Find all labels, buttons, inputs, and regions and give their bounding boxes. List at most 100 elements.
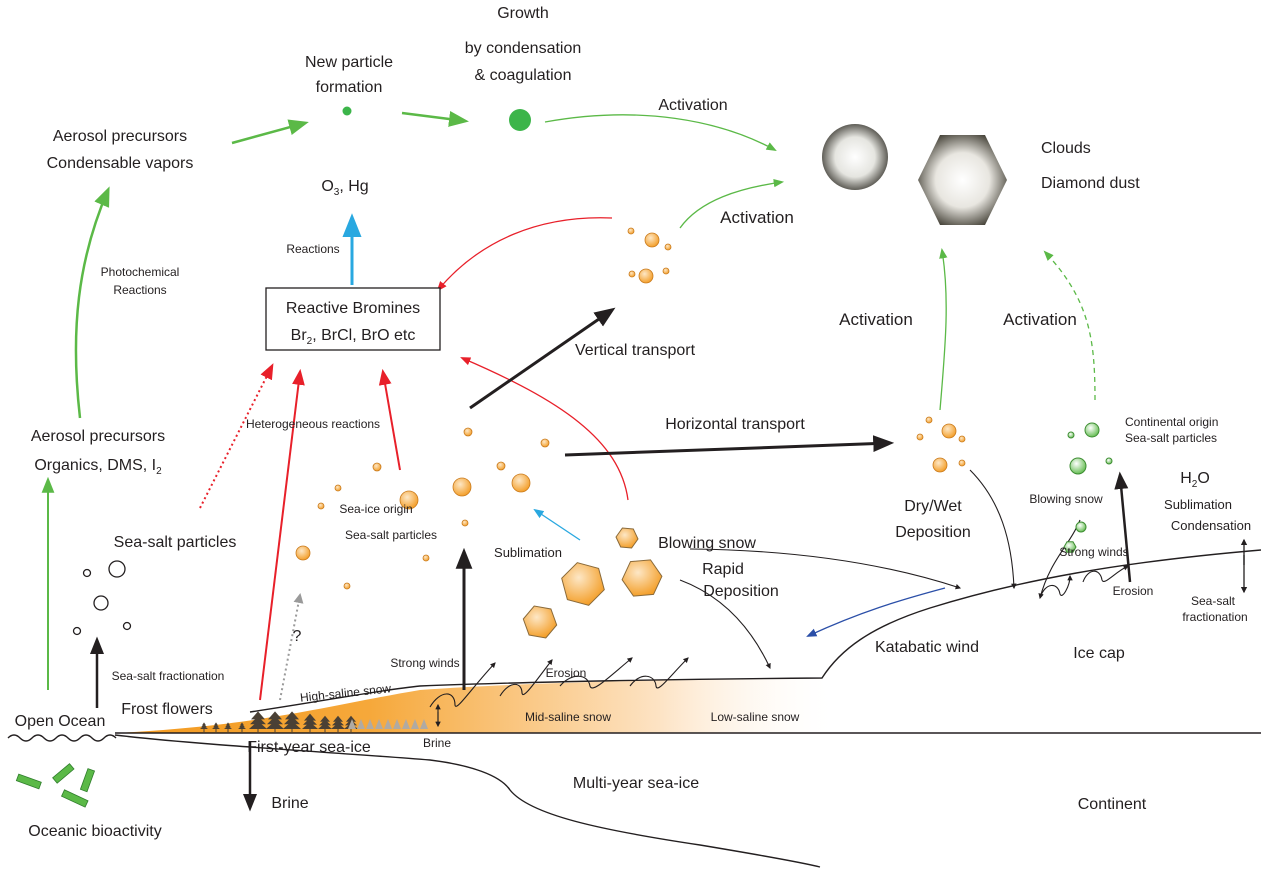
continental-particle — [1085, 423, 1099, 437]
snowpack-wedge — [115, 678, 840, 733]
label-photochem-2: Reactions — [113, 283, 166, 297]
label-dry-wet-2: Deposition — [895, 524, 971, 541]
blowing-snow-crystal — [616, 528, 638, 548]
label-aerosol-precursors-1b: Condensable vapors — [47, 155, 194, 172]
label-aerosol-precursors-2a: Aerosol precursors — [31, 428, 165, 445]
sea-salt-particle — [453, 478, 471, 496]
sea-salt-particle — [959, 460, 965, 466]
label-brine-small: Brine — [423, 736, 451, 750]
label-sea-salt-particles: Sea-salt particles — [114, 534, 237, 551]
label-rapid-2: Deposition — [703, 583, 779, 600]
thin-arrow-dry-wet-deposition — [970, 470, 1014, 588]
sea-salt-particle — [464, 428, 472, 436]
sea-salt-particle — [541, 439, 549, 447]
sea-salt-particle — [645, 233, 659, 247]
label-sea-ice-origin-2: Sea-salt particles — [345, 528, 437, 542]
red-dotted-arrow-sea-salt — [200, 366, 272, 508]
label-ice-cap: Ice cap — [1073, 645, 1125, 662]
label-aerosol-precursors-1a: Aerosol precursors — [53, 128, 187, 145]
sea-salt-circle — [94, 596, 108, 610]
sea-salt-particle — [296, 546, 310, 560]
green-arrow-activation-right1 — [940, 250, 946, 410]
label-h2o: H2O — [1180, 470, 1210, 490]
label-low-saline-snow: Low-saline snow — [711, 710, 800, 724]
sea-ice-bottom — [115, 735, 820, 867]
black-arrow-vertical-transport — [470, 310, 612, 408]
sea-salt-particle — [629, 271, 635, 277]
label-sea-salt-frac-right-1: Sea-salt — [1191, 594, 1236, 608]
green-arrow-to-npf — [232, 123, 305, 143]
label-blowing-snow-right: Blowing snow — [1029, 492, 1103, 506]
label-growth-3: & coagulation — [475, 67, 572, 84]
green-particles-group — [1064, 423, 1112, 552]
phytoplankton-rod — [80, 769, 94, 792]
label-o3-hg: O3, Hg — [321, 178, 368, 198]
continental-particle — [1068, 432, 1074, 438]
label-sea-salt-fractionation: Sea-salt fractionation — [112, 669, 225, 683]
sea-salt-particle — [665, 244, 671, 250]
label-strong-winds-right: Strong winds — [1059, 545, 1128, 559]
black-arrow-horizontal-transport — [565, 443, 890, 455]
label-erosion: Erosion — [546, 666, 587, 680]
sea-salt-particle — [959, 436, 965, 442]
red-arrow-blowing-snow — [462, 358, 628, 500]
sea-salt-particle — [926, 417, 932, 423]
label-continental-origin-2: Sea-salt particles — [1125, 431, 1217, 445]
label-continental-origin-1: Continental origin — [1125, 415, 1218, 429]
continental-particle — [1106, 458, 1112, 464]
gray-dotted-arrow — [280, 595, 300, 700]
sea-salt-particle — [497, 462, 505, 470]
sea-salt-particle — [917, 434, 923, 440]
label-sublimation-right: Sublimation — [1164, 497, 1232, 512]
blowing-snow-crystal — [562, 563, 605, 606]
label-blowing-snow: Blowing snow — [658, 535, 756, 552]
sea-salt-particle — [318, 503, 324, 509]
label-strong-winds: Strong winds — [390, 656, 459, 670]
label-reactions: Reactions — [286, 242, 339, 256]
label-condensation: Condensation — [1171, 518, 1251, 533]
sea-salt-circle — [109, 561, 125, 577]
label-reactive-bromines: Reactive Bromines — [286, 300, 420, 317]
sea-salt-particle — [344, 583, 350, 589]
label-vertical-transport: Vertical transport — [575, 342, 696, 359]
label-activation-right-1: Activation — [839, 310, 913, 329]
bioactivity-rods — [16, 764, 94, 807]
sea-salt-particle — [663, 268, 669, 274]
sea-salt-particle — [628, 228, 634, 234]
label-erosion-right: Erosion — [1113, 584, 1154, 598]
blue-arrow-sublimation — [535, 510, 580, 540]
label-growth-2: by condensation — [465, 40, 582, 57]
red-arrow-sea-ice-particles — [383, 372, 400, 470]
green-arrow-to-growth — [402, 113, 465, 121]
label-brine: Brine — [271, 795, 308, 812]
sea-salt-circle — [74, 628, 81, 635]
sea-salt-particle — [373, 463, 381, 471]
sea-salt-particle — [423, 555, 429, 561]
label-first-year-ice: First-year sea-ice — [247, 739, 371, 756]
phytoplankton-rod — [16, 774, 41, 789]
label-photochem-1: Photochemical — [101, 265, 180, 279]
ocean-wave-line — [8, 735, 116, 741]
thin-arrow-blowing-snow-right — [1040, 520, 1080, 598]
label-open-ocean: Open Ocean — [15, 713, 106, 730]
phytoplankton-rod — [53, 764, 74, 784]
label-sea-ice-origin-1: Sea-ice origin — [339, 502, 412, 516]
label-aerosol-precursors-2b: Organics, DMS, I2 — [34, 457, 162, 477]
label-continent: Continent — [1078, 796, 1147, 813]
blowing-snow-crystal — [523, 606, 556, 638]
continental-particle — [1076, 522, 1086, 532]
label-npf-1: New particle — [305, 54, 393, 71]
label-sea-salt-frac-right-2: fractionation — [1182, 610, 1247, 624]
label-sublimation: Sublimation — [494, 545, 562, 560]
label-growth-1: Growth — [497, 5, 549, 22]
label-heterogeneous-reactions: Heterogeneous reactions — [246, 417, 380, 431]
green-arrow-activation-top — [545, 115, 775, 150]
label-rapid-1: Rapid — [702, 561, 744, 578]
continental-particle — [1070, 458, 1086, 474]
label-activation-mid: Activation — [720, 208, 794, 227]
label-dry-wet-1: Dry/Wet — [904, 498, 962, 515]
sea-salt-particle — [335, 485, 341, 491]
label-katabatic-wind: Katabatic wind — [875, 639, 979, 656]
label-npf-2: formation — [316, 79, 383, 96]
label-mid-saline-snow: Mid-saline snow — [525, 710, 611, 724]
